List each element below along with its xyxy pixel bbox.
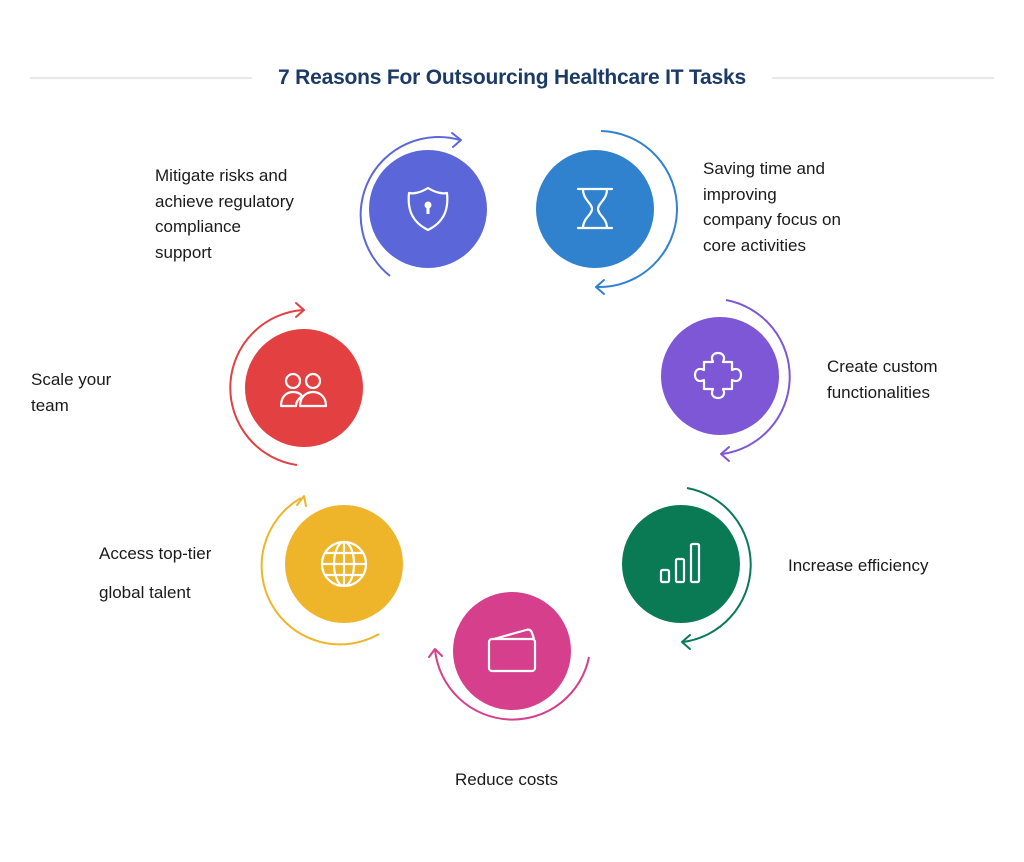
- hourglass-icon: [576, 187, 614, 230]
- title-rule-left: [30, 77, 252, 79]
- cycle-arrow-talent: [260, 497, 380, 646]
- bar-chart-icon: [659, 542, 701, 584]
- label-line: improving: [703, 184, 777, 204]
- reason-circle-efficiency: [622, 505, 740, 623]
- reason-label-compliance: Mitigate risks and achieve regulatory co…: [155, 163, 294, 265]
- reason-node-efficiency: [622, 487, 752, 650]
- arrowhead-icon: [595, 279, 605, 295]
- cycle-arrow-compliance: [359, 136, 461, 277]
- arrowhead-icon: [451, 132, 462, 148]
- cycle-arrow-team: [229, 309, 304, 466]
- reason-node-custom: [661, 299, 791, 462]
- shield-lock-icon: [407, 186, 449, 232]
- team-icon: [279, 372, 328, 408]
- reason-label-costs: Reduce costs: [455, 767, 558, 793]
- title-rule-right: [772, 77, 994, 79]
- reason-node-talent: [260, 495, 403, 646]
- reason-label-time: Saving time and improving company focus …: [703, 156, 841, 258]
- arrowhead-icon: [681, 634, 691, 650]
- puzzle-icon: [693, 351, 743, 400]
- label-line: company focus on: [703, 210, 841, 229]
- label-line: Access top-tier: [99, 544, 212, 563]
- arrowhead-icon: [720, 446, 730, 462]
- title-row: 7 Reasons For Outsourcing Healthcare IT …: [0, 62, 1024, 94]
- reason-circle-time: [536, 150, 654, 268]
- cycle-arrow-custom: [721, 299, 791, 455]
- reason-label-team: Scale your team: [31, 367, 111, 418]
- label-line: Mitigate risks and: [155, 166, 288, 185]
- label-line: team: [31, 395, 69, 415]
- label-line: Scale your: [31, 370, 112, 389]
- label-line: compliance: [155, 217, 241, 236]
- label-line: achieve regulatory: [155, 191, 294, 211]
- reason-circle-costs: [453, 592, 571, 710]
- reason-circle-custom: [661, 317, 779, 435]
- reason-label-efficiency: Increase efficiency: [788, 553, 928, 579]
- label-line: core activities: [703, 235, 806, 255]
- reason-circle-team: [245, 329, 363, 447]
- reason-node-compliance: [359, 132, 487, 277]
- label-line: global talent: [99, 583, 191, 602]
- cycle-arrow-time: [596, 130, 678, 289]
- cycle-arrow-costs: [434, 649, 590, 721]
- label-line: Saving time and: [703, 159, 825, 178]
- reason-label-talent: Access top-tier global talent: [99, 534, 211, 612]
- reason-node-time: [536, 130, 678, 295]
- arrowhead-icon: [428, 648, 443, 658]
- label-line: Increase efficiency: [788, 556, 929, 575]
- wallet-icon: [487, 628, 537, 673]
- arrowhead-icon: [295, 302, 305, 318]
- reason-node-team: [229, 302, 363, 466]
- label-line: functionalities: [827, 382, 931, 402]
- arrowhead-icon: [296, 495, 307, 507]
- label-line: Create custom: [827, 357, 938, 376]
- reason-label-custom: Create custom functionalities: [827, 354, 938, 405]
- page-title: 7 Reasons For Outsourcing Healthcare IT …: [278, 66, 746, 89]
- label-line: Reduce costs: [455, 770, 558, 789]
- cycle-arrow-efficiency: [682, 487, 752, 643]
- label-line: support: [155, 242, 212, 262]
- globe-icon: [320, 540, 368, 588]
- reason-node-costs: [428, 592, 590, 721]
